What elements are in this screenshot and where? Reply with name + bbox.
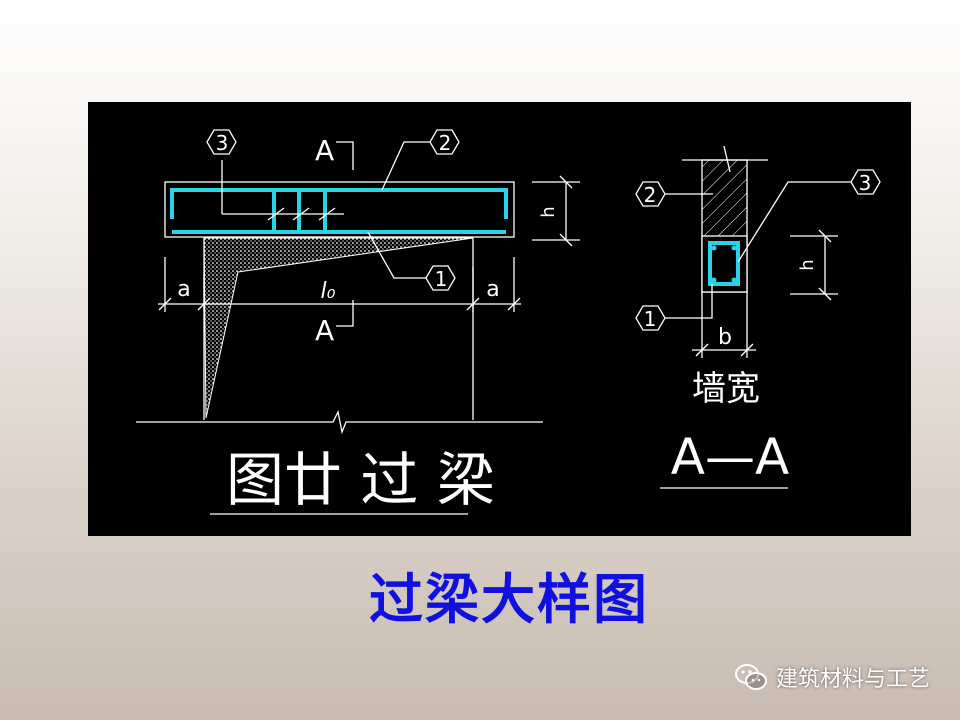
cad-drawing-panel: 3 2 1 A A a a l₀ h 图廿 过 梁 2 3 <box>88 102 911 536</box>
callout-2b-label: 2 <box>644 183 657 207</box>
tick <box>318 207 336 221</box>
dim-h2-label: h <box>797 259 818 270</box>
leader-2 <box>381 141 430 191</box>
dim-tick <box>818 229 832 243</box>
watermark-text: 建筑材料与工艺 <box>775 667 930 692</box>
dim-a-right: a <box>486 277 499 302</box>
leader-1 <box>367 231 426 279</box>
callout-2-hex <box>429 129 460 155</box>
dim-tick <box>158 297 172 311</box>
callout-1-label: 1 <box>435 267 448 291</box>
slide-caption: 过梁大样图 <box>369 568 649 631</box>
lintel-detail-svg: 3 2 1 A A a a l₀ h 图廿 过 梁 2 3 <box>136 129 881 515</box>
wechat-icon <box>734 664 767 690</box>
dim-tick <box>507 297 521 311</box>
callout-3-hex <box>206 129 237 155</box>
tick <box>267 207 285 221</box>
dim-a-left: a <box>177 277 190 302</box>
callout-2-label: 2 <box>439 131 452 155</box>
ground-line <box>136 410 543 435</box>
section-mark-top: A <box>315 134 334 167</box>
dim-tick <box>559 233 573 247</box>
callout-3b-label: 3 <box>859 171 872 195</box>
beam-outline <box>164 181 515 238</box>
section-bracket-bottom <box>336 300 354 327</box>
dim-tick <box>818 287 832 301</box>
bar-dot <box>731 245 737 251</box>
callout-1b-label: 1 <box>644 307 657 331</box>
dim-tick <box>466 297 480 311</box>
top-rebar <box>170 188 508 219</box>
title-right: A—A <box>671 428 789 486</box>
bar-dot <box>711 277 717 283</box>
dim-tick <box>740 343 754 357</box>
bar-dot <box>731 277 737 283</box>
callout-1-hex <box>425 265 456 291</box>
section-bracket-top <box>336 141 354 170</box>
dim-b-label: b <box>718 325 732 350</box>
watermark: 建筑材料与工艺 <box>734 662 930 692</box>
leader-1b <box>665 284 713 319</box>
callout-3-label: 3 <box>216 131 229 155</box>
leader-3b <box>737 181 851 263</box>
bar-dot <box>711 245 717 251</box>
section-mark-bottom: A <box>315 314 334 347</box>
wall-width-label: 墙宽 <box>692 369 760 409</box>
dim-h-label: h <box>538 206 559 217</box>
dim-l0: l₀ <box>321 279 336 304</box>
dim-tick <box>559 175 573 189</box>
wall-break <box>723 145 731 173</box>
title-left: 图廿 过 梁 <box>226 446 495 514</box>
lintel-stirrup <box>708 241 740 286</box>
tick <box>292 207 310 221</box>
stippled-triangle <box>203 237 474 419</box>
callout-3b-hex <box>850 169 881 195</box>
dim-tick <box>695 343 709 357</box>
dim-tick <box>197 297 211 311</box>
